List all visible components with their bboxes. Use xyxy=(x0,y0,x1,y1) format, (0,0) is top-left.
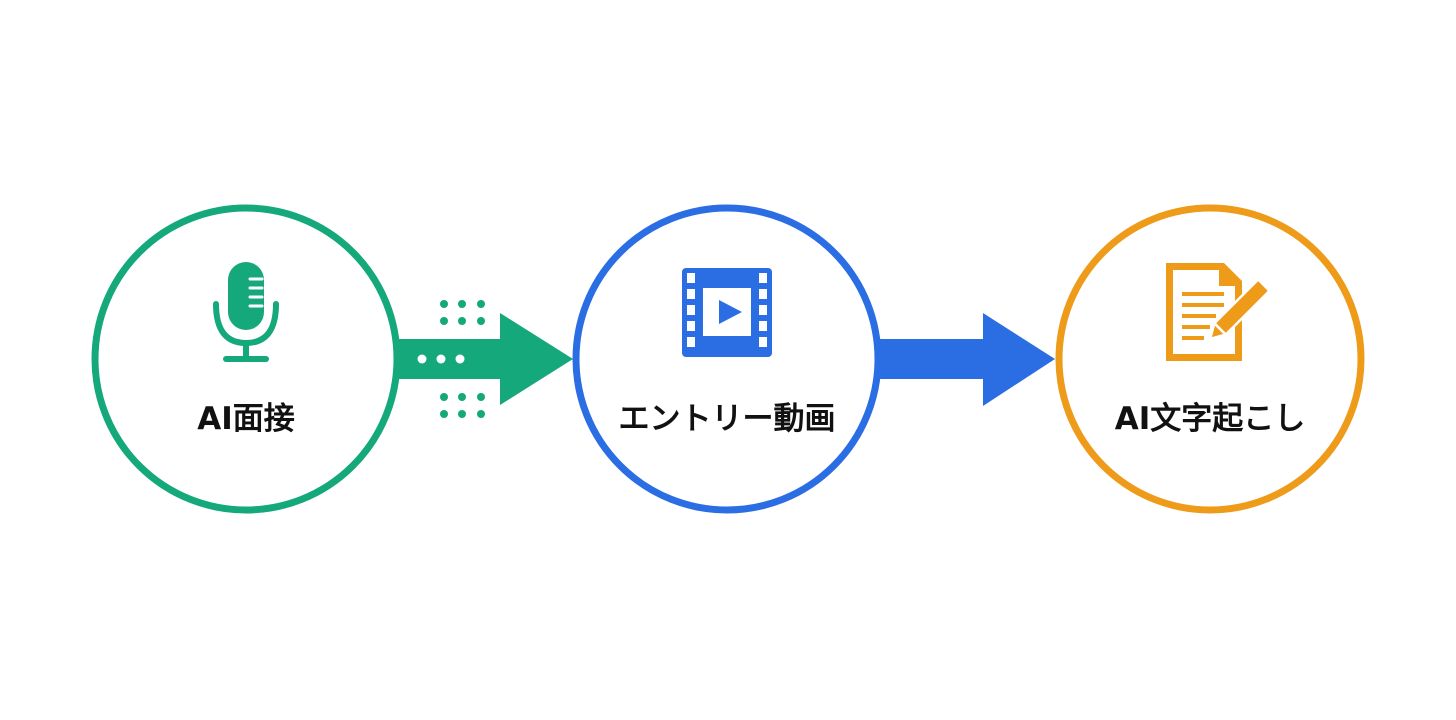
document-pencil-icon xyxy=(1166,263,1270,361)
node-ai-transcription xyxy=(1055,204,1365,514)
node-2-circle xyxy=(572,204,882,514)
node-3-label: AI文字起こし xyxy=(1114,401,1306,437)
arrow-1-head xyxy=(500,313,573,405)
node-ai-interview xyxy=(91,204,401,514)
microphone-icon xyxy=(213,262,279,362)
connector-arrow-2 xyxy=(875,313,1055,406)
node-2-label: エントリー動画 xyxy=(618,401,836,437)
node-entry-video xyxy=(572,204,882,514)
connector-arrow-1 xyxy=(394,300,573,418)
arrow-2-head xyxy=(983,313,1055,406)
arrow-2-shaft xyxy=(875,339,995,379)
arrow-1-inner-dots xyxy=(417,354,465,364)
arrow-1-shaft xyxy=(394,339,509,379)
film-play-icon xyxy=(682,268,772,357)
node-1-label: AI面接 xyxy=(197,401,295,437)
arrow-1-outer-dots xyxy=(440,300,485,418)
